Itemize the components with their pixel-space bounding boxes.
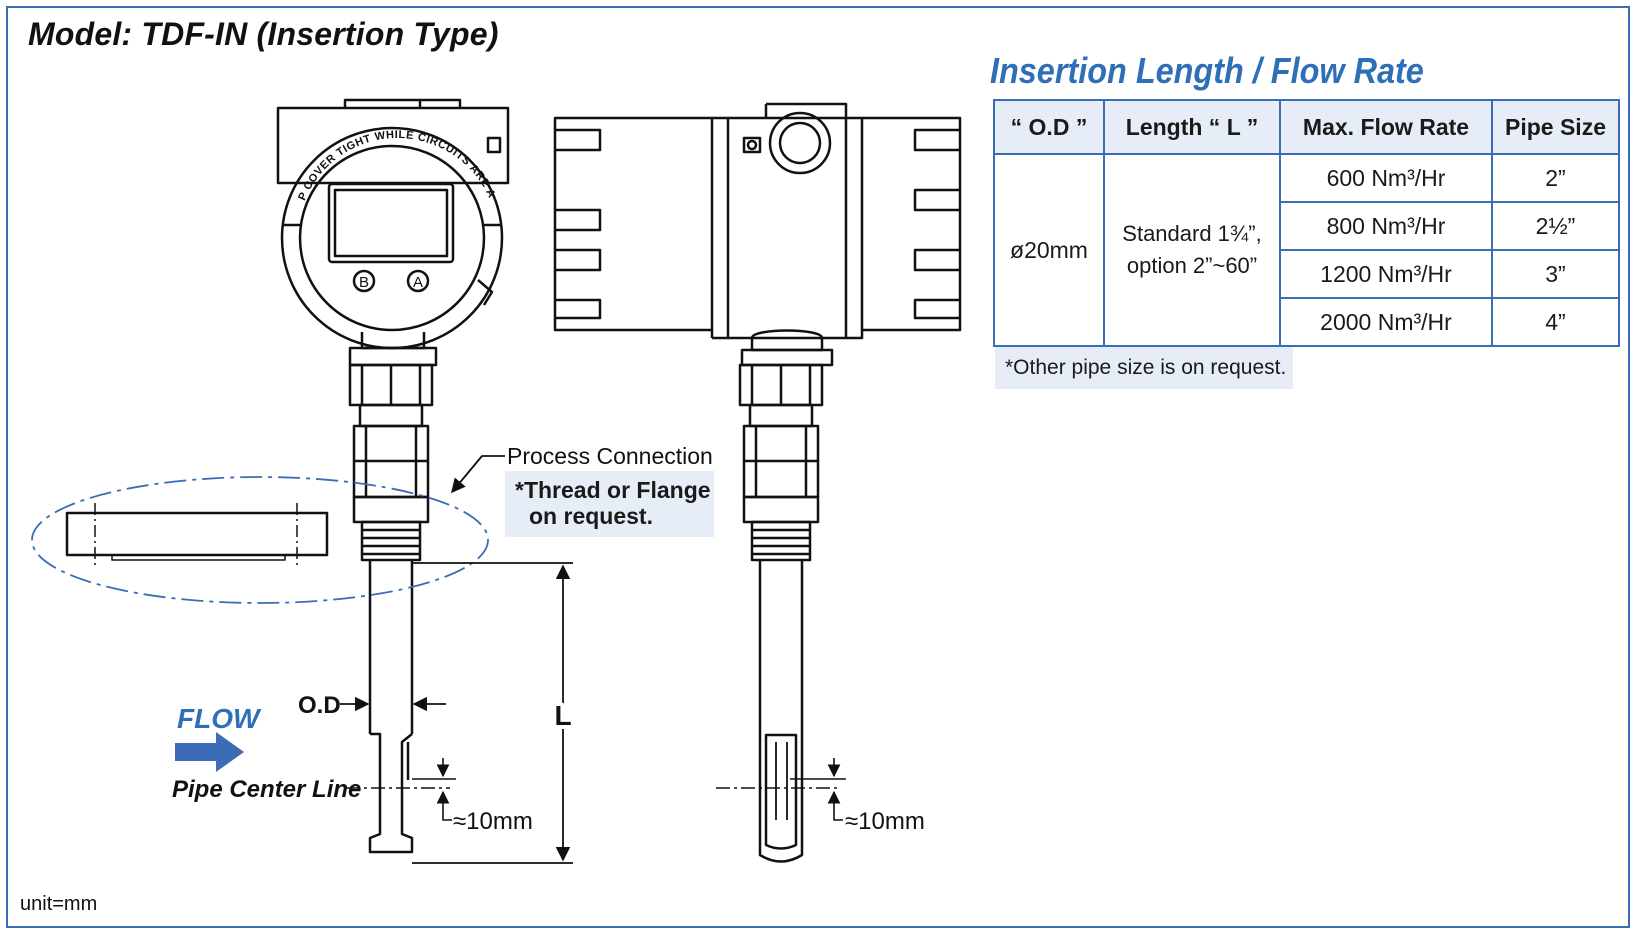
- model-title: Model: TDF-IN (Insertion Type): [28, 16, 499, 52]
- cell-flow: 800 Nm³/Hr: [1279, 201, 1493, 251]
- process-connection-leader: [451, 455, 505, 494]
- pipe-center-line-label: Pipe Center Line: [172, 776, 361, 803]
- front-view-housing: [276, 98, 510, 367]
- od-label: O.D: [298, 692, 341, 719]
- table-row: 1200 Nm³/Hr 3”: [994, 249, 1620, 299]
- cell-pipe: 2½”: [1491, 201, 1620, 251]
- table-note: *Other pipe size is on request.: [995, 347, 1293, 389]
- offset-label-left: ≈10mm: [453, 808, 533, 835]
- header-length: Length “ L ”: [1103, 99, 1281, 155]
- table-title: Insertion Length / Flow Rate: [990, 50, 1424, 91]
- cell-pipe: 4”: [1491, 297, 1620, 347]
- side-view-fittings: [738, 363, 824, 863]
- flow-rate-table: “ O.D ” Length “ L ” Max. Flow Rate Pipe…: [993, 99, 1620, 347]
- outer-frame: [6, 6, 1630, 928]
- table-row: 2000 Nm³/Hr 4”: [994, 297, 1620, 347]
- flow-arrow-icon: [175, 732, 244, 772]
- thread-flange-callout: *Thread or Flange on request.: [505, 471, 714, 537]
- length-label: L: [554, 700, 571, 731]
- unit-note: unit=mm: [20, 893, 98, 915]
- cell-length: Standard 1¾”, option 2”~60”: [1103, 153, 1281, 347]
- length-dimension: [412, 562, 573, 864]
- length-line-1: Standard 1¾”,: [1122, 221, 1262, 246]
- cell-flow: 1200 Nm³/Hr: [1279, 249, 1493, 299]
- cell-od: ø20mm: [993, 153, 1105, 347]
- header-od: “ O.D ”: [993, 99, 1105, 155]
- flange-sketch: [31, 476, 489, 604]
- cell-pipe: 2”: [1491, 153, 1620, 203]
- table-header-row: “ O.D ” Length “ L ” Max. Flow Rate Pipe…: [993, 99, 1620, 155]
- header-flow-rate: Max. Flow Rate: [1279, 99, 1493, 155]
- table-row: 800 Nm³/Hr 2½”: [994, 201, 1620, 251]
- process-connection-label: Process Connection: [507, 443, 713, 469]
- callout-line-2: on request.: [529, 503, 653, 529]
- header-pipe-size: Pipe Size: [1491, 99, 1620, 155]
- length-line-2: option 2”~60”: [1126, 253, 1258, 278]
- offset-dimension-left: [412, 758, 456, 821]
- button-b-label: B: [359, 274, 369, 291]
- button-a-label: A: [413, 274, 423, 291]
- offset-dimension-right: [790, 758, 846, 821]
- cell-pipe: 3”: [1491, 249, 1620, 299]
- offset-label-right: ≈10mm: [845, 808, 925, 835]
- cell-flow: 2000 Nm³/Hr: [1279, 297, 1493, 347]
- callout-line-1: *Thread or Flange: [515, 477, 711, 503]
- side-view-housing: [553, 102, 962, 367]
- cell-flow: 600 Nm³/Hr: [1279, 153, 1493, 203]
- front-view-fittings: [348, 363, 434, 854]
- flow-label: FLOW: [177, 703, 262, 734]
- table-row: ø20mm Standard 1¾”, option 2”~60” 600 Nm…: [993, 153, 1620, 347]
